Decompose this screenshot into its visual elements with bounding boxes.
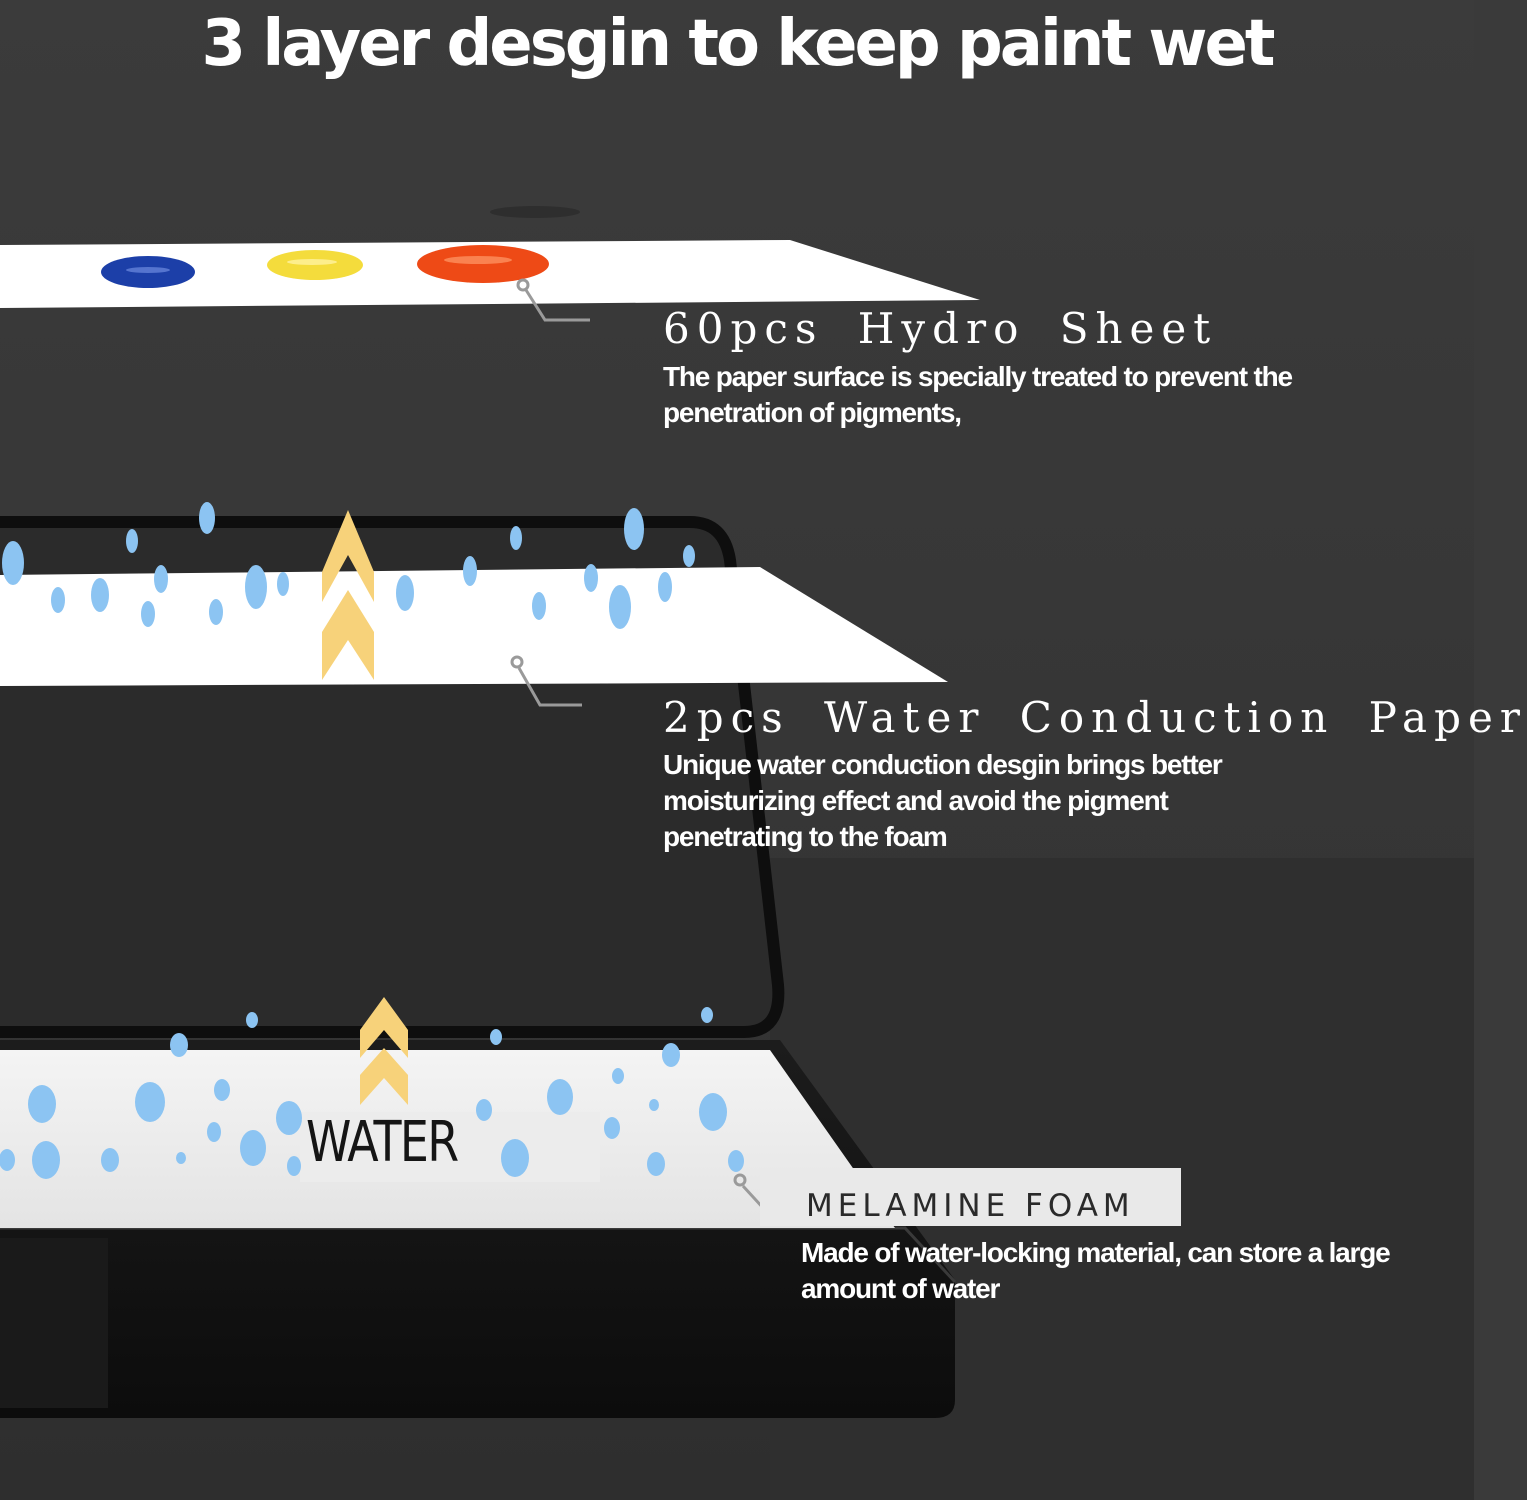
water-droplet xyxy=(683,545,695,567)
hydro-sheet-description: The paper surface is specially treated t… xyxy=(663,361,1293,428)
paint-dab-orange-highlight xyxy=(444,256,512,264)
water-droplet xyxy=(91,578,109,612)
water-droplet xyxy=(584,564,598,592)
up-arrow-foam-bottom xyxy=(360,1048,408,1105)
water-droplet xyxy=(649,1099,659,1111)
water-droplet xyxy=(126,529,138,553)
water-droplet xyxy=(463,556,477,586)
water-droplet xyxy=(662,1043,680,1067)
water-droplet xyxy=(510,526,522,550)
paint-dab-yellow-highlight xyxy=(287,259,337,265)
water-droplet xyxy=(658,572,672,602)
water-droplet xyxy=(0,1149,15,1171)
water-droplet xyxy=(396,575,414,611)
water-droplet xyxy=(532,592,546,620)
water-droplet xyxy=(287,1156,301,1176)
water-droplet xyxy=(501,1139,529,1177)
up-arrow-paper-top xyxy=(322,510,374,602)
water-droplet xyxy=(28,1085,56,1123)
water-droplet xyxy=(154,565,168,593)
water-droplet xyxy=(609,585,631,629)
water-droplet xyxy=(547,1079,573,1115)
leader-pin-hydro xyxy=(516,278,530,292)
water-droplet xyxy=(246,1012,258,1028)
water-conduction-paper-title: 2pcs Water Conduction Paper xyxy=(663,693,1527,742)
water-droplet xyxy=(199,502,215,534)
water-droplet xyxy=(604,1117,620,1139)
up-arrow-foam-top xyxy=(360,997,408,1058)
water-droplet xyxy=(214,1079,230,1101)
hydro-sheet-shadow xyxy=(490,206,580,218)
water-droplet xyxy=(276,1101,302,1135)
water-droplet xyxy=(170,1033,188,1057)
water-droplet xyxy=(240,1130,266,1166)
water-droplet xyxy=(647,1152,665,1176)
leader-pin-foam xyxy=(733,1173,747,1187)
water-conduction-paper-description: Unique water conduction desgin brings be… xyxy=(663,749,1223,852)
water-droplets-paper xyxy=(2,502,695,629)
water-droplet xyxy=(277,572,289,596)
water-label: WATER xyxy=(306,1110,459,1175)
paint-dab-blue-highlight xyxy=(126,267,170,273)
headline: 3 layer desgin to keep paint wet xyxy=(201,7,1276,81)
foam-label-patch xyxy=(300,1112,600,1182)
water-droplet xyxy=(209,599,223,625)
water-droplet xyxy=(2,541,24,585)
hydro-sheet-title: 60pcs Hydro Sheet xyxy=(663,304,1218,353)
water-droplet xyxy=(135,1082,165,1122)
up-arrows xyxy=(322,510,408,1105)
paint-dab-orange xyxy=(417,245,549,283)
leader-line-paper xyxy=(517,667,582,707)
water-droplet xyxy=(476,1099,492,1121)
water-droplet xyxy=(701,1007,713,1023)
water-droplet xyxy=(624,508,644,550)
water-droplet xyxy=(612,1068,624,1084)
water-droplet xyxy=(245,565,267,609)
water-droplet xyxy=(176,1152,186,1164)
leader-line-hydro xyxy=(524,289,590,322)
water-conduction-paper xyxy=(0,567,948,686)
water-droplets-foam xyxy=(0,1007,744,1179)
melamine-foam-label-box xyxy=(760,1168,1181,1226)
water-droplet xyxy=(32,1141,60,1179)
water-droplet xyxy=(101,1148,119,1172)
water-droplet xyxy=(490,1029,502,1045)
paint-dabs xyxy=(101,245,549,288)
up-arrow-paper-bottom xyxy=(322,590,374,680)
water-droplet xyxy=(141,601,155,627)
leader-pin-paper xyxy=(510,655,524,669)
water-droplet xyxy=(728,1150,744,1172)
case-latch xyxy=(0,1238,108,1408)
water-droplet xyxy=(699,1093,727,1131)
water-droplet xyxy=(207,1122,221,1142)
water-droplet xyxy=(51,587,65,613)
melamine-foam-title: MELAMINE FOAM xyxy=(806,1188,1135,1224)
paint-dab-yellow xyxy=(267,250,363,280)
melamine-foam-description: Made of water-locking material, can stor… xyxy=(801,1237,1391,1304)
